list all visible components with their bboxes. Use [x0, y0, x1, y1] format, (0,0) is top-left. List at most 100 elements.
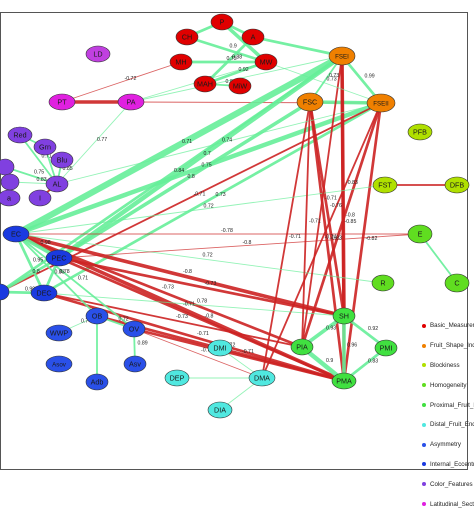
node-label: Adb: [91, 378, 104, 387]
node-label: a: [7, 194, 11, 203]
node-blu: Blu: [50, 151, 74, 169]
node-shape: [85, 45, 111, 63]
edge-PEC-PMA: [57, 256, 346, 383]
node-shape: [193, 75, 217, 93]
node-label: DIA: [214, 406, 226, 415]
legend-item: Homogeneity: [422, 375, 474, 395]
edge-label: 0.71: [78, 276, 88, 282]
edge-label: 0.88: [232, 55, 242, 61]
node-label: FSC: [303, 98, 317, 107]
node-shape: [0, 173, 20, 191]
legend-item: Color_Features: [422, 474, 474, 494]
legend: Basic_MeasurementsFruit_Shape_IndexBlock…: [422, 316, 474, 514]
edge-CH-MW: [185, 35, 268, 64]
edge-label: 0.72: [203, 253, 213, 259]
legend-label: Blockiness: [430, 361, 460, 369]
node-fst: FST: [372, 176, 398, 194]
node-asov: Asov: [45, 355, 73, 373]
edge-label: 0.93: [326, 326, 336, 332]
node-label: CH: [182, 33, 192, 42]
node-shape: [366, 93, 396, 113]
node-shape: [407, 123, 433, 141]
node-shape: [45, 324, 73, 342]
node-shape: [371, 274, 395, 292]
node-pec: PEC: [45, 249, 73, 267]
edge-A-FSEI: [251, 35, 344, 58]
node-dmi: DMI: [207, 339, 233, 357]
legend-label: Latitudinal_Section: [430, 500, 474, 508]
edge-label: -0.7: [201, 348, 210, 354]
node-shape: [85, 307, 109, 325]
node-label: Blu: [57, 156, 67, 165]
edge-label: -0.8: [346, 213, 355, 219]
edge-label: 0.9: [230, 44, 237, 50]
edge-label: 0.72: [119, 317, 129, 323]
edge-label: 0.92: [368, 326, 378, 332]
node-a: A: [241, 28, 265, 46]
edge-label: -0.78: [221, 228, 233, 234]
edge-label: 0.9: [326, 358, 333, 364]
node-al: AL: [45, 175, 69, 193]
node-b1: [0, 283, 10, 301]
edge-DEC-PMA: [42, 291, 346, 383]
node-ov: OV: [122, 320, 146, 338]
node-label: DEC: [36, 289, 51, 298]
legend-dot-icon: [422, 403, 426, 408]
node-g1: [0, 158, 15, 176]
node-red: Red: [7, 126, 33, 144]
legend-dot-icon: [422, 383, 426, 388]
node-mh: MH: [169, 53, 193, 71]
node-pma: PMA: [331, 372, 357, 390]
edge-label: -0.82: [366, 236, 378, 242]
node-label: Red: [13, 131, 26, 140]
legend-dot-icon: [422, 442, 426, 447]
node-asv: Asv: [123, 355, 147, 373]
network-svg: 0.90.840.880.750.840.920.73-0.720.990.73…: [0, 13, 470, 419]
edge-label: 0.7: [204, 151, 211, 157]
node-label: DFB: [450, 181, 465, 190]
node-label: DMI: [213, 344, 226, 353]
node-shape: [444, 176, 470, 194]
plot-frame: [0, 12, 468, 470]
node-pmi: PMI: [374, 339, 398, 357]
network-diagram: 0.90.840.880.750.840.920.73-0.720.990.73…: [0, 12, 474, 508]
node-pt: PT: [48, 93, 76, 111]
node-label: C: [454, 279, 459, 288]
node-shape: [122, 320, 146, 338]
edge-EC-SH: [14, 232, 346, 318]
node-label: FST: [378, 181, 392, 190]
legend-dot-icon: [422, 323, 426, 328]
node-fsei: FSEI: [328, 46, 356, 66]
node-label: P: [220, 18, 225, 27]
edge-FSEII-PIA: [300, 101, 383, 349]
node-shape: [7, 126, 33, 144]
node-miw: MiW: [228, 77, 252, 95]
node-shape: [290, 338, 314, 356]
node-label: PIA: [296, 343, 308, 352]
node-label: DMA: [254, 374, 270, 383]
node-pfb: PFB: [407, 123, 433, 141]
edge-MW-FSEII: [265, 61, 382, 104]
node-wwp: WWP: [45, 324, 73, 342]
edge-label: 0.83: [37, 177, 47, 183]
node-shape: [207, 339, 233, 357]
node-label: OB: [92, 312, 103, 321]
edge-label: 0.8: [188, 174, 195, 180]
node-shape: [85, 373, 109, 391]
edge-label: 0.84: [174, 168, 184, 174]
edge-label: 0.8: [33, 269, 40, 275]
node-shape: [30, 284, 58, 302]
node-sh: SH: [332, 307, 356, 325]
edge-label: -0.71: [197, 331, 209, 337]
node-a: a: [0, 189, 21, 207]
edge-label: 0.95: [33, 258, 43, 264]
node-shape: [228, 77, 252, 95]
node-shape: [248, 369, 276, 387]
node-label: SH: [339, 312, 349, 321]
edge-label: -0.71: [325, 196, 337, 202]
edge-label: 0.83: [368, 359, 378, 365]
edge-PT-MH: [61, 61, 182, 103]
legend-item: Basic_Measurements: [422, 316, 474, 336]
node-label: E: [418, 230, 423, 239]
node-label: OV: [129, 325, 140, 334]
